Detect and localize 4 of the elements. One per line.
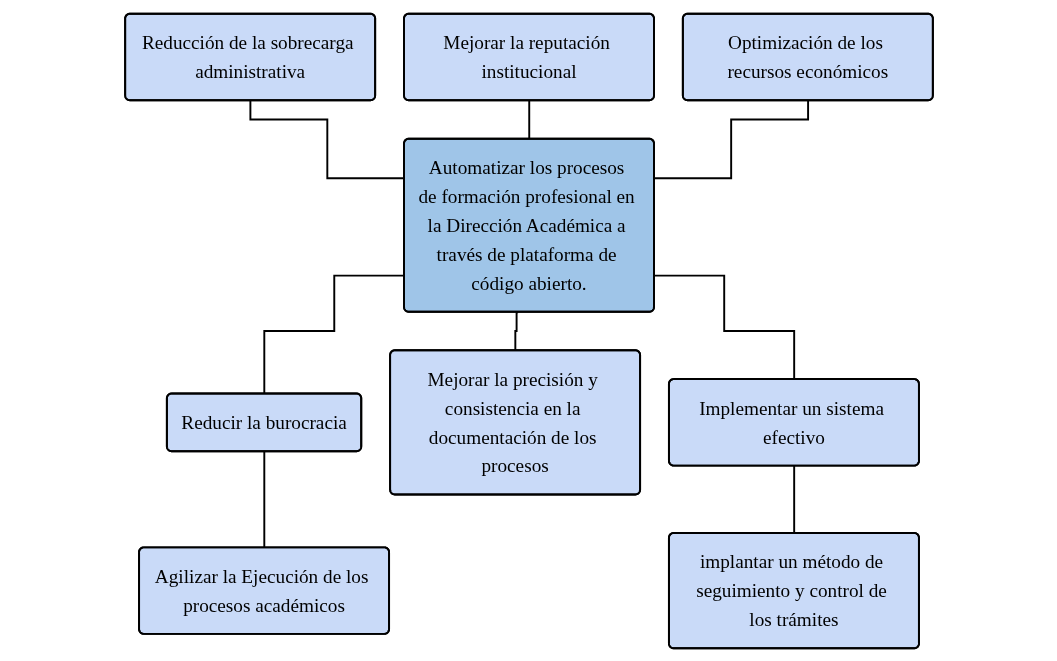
connector [527,99,530,140]
connector [792,464,795,534]
connector [653,274,795,380]
connector [653,99,809,179]
